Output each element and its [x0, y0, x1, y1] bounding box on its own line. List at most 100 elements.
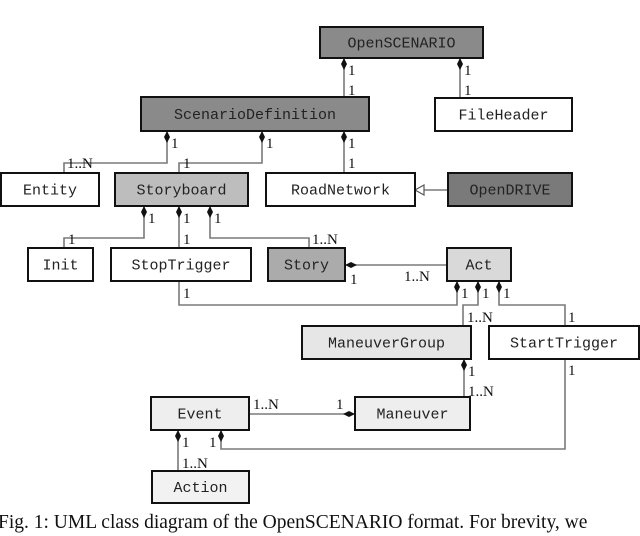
class-scenariodefinition: ScenarioDefinition: [140, 96, 370, 132]
class-name: OpenDRIVE: [469, 183, 550, 200]
class-box: [319, 26, 484, 59]
composition-diamond-icon: [218, 430, 224, 442]
part-multiplicity: 1..N: [253, 397, 279, 413]
composition-diamond-icon: [341, 58, 347, 70]
relation-openscenario-scenariodefinition: 11: [341, 58, 356, 99]
whole-multiplicity: 1: [461, 286, 469, 302]
part-multiplicity: 1..N: [404, 269, 430, 285]
connector-line: [63, 131, 168, 173]
class-box: [267, 247, 346, 282]
composition-diamond-icon: [175, 430, 181, 442]
class-act: Act: [446, 247, 512, 282]
whole-multiplicity: 1: [468, 364, 476, 380]
class-box: [265, 172, 416, 207]
class-story: Story: [267, 247, 346, 282]
class-box: [434, 97, 573, 132]
class-roadnetwork: RoadNetwork: [265, 172, 416, 207]
composition-diamond-icon: [454, 281, 460, 293]
class-fileheader: FileHeader: [434, 97, 573, 132]
relation-scenariodefinition-roadnetwork: 11: [341, 131, 356, 173]
class-box: [151, 470, 250, 504]
part-multiplicity: 1..N: [67, 156, 93, 172]
relation-act-maneuvergroup: 1 1..N: [462, 281, 493, 326]
class-name: Init: [42, 258, 78, 275]
connector-line: [63, 206, 145, 248]
class-box: [447, 172, 573, 207]
class-maneuver: Maneuver: [354, 396, 471, 431]
class-name: Entity: [23, 183, 77, 200]
class-starttrigger: StartTrigger: [488, 325, 640, 360]
relation-storyboard-story: 1 1..N: [207, 206, 338, 248]
class-init: Init: [27, 247, 94, 282]
class-name: ManeuverGroup: [328, 336, 445, 353]
composition-diamond-icon: [457, 58, 463, 70]
class-storyboard: Storyboard: [114, 172, 249, 207]
composition-diamond-icon: [164, 131, 170, 143]
class-name: Action: [173, 480, 227, 497]
relation-maneuver-event: 1 1..N: [249, 397, 355, 417]
relation-storyboard-stoptrigger: 11: [176, 206, 191, 248]
whole-multiplicity: 1: [148, 211, 156, 227]
class-box: [150, 396, 250, 431]
part-multiplicity: 1..N: [182, 456, 208, 472]
part-multiplicity: 1: [183, 156, 191, 172]
relation-act-starttrigger: 11: [496, 281, 576, 326]
whole-multiplicity: 1: [182, 435, 190, 451]
part-multiplicity: 1..N: [312, 232, 338, 248]
whole-multiplicity: 1: [266, 136, 274, 152]
whole-multiplicity: 1: [482, 286, 490, 302]
composition-diamond-icon: [207, 206, 213, 218]
composition-diamond-icon: [341, 131, 347, 143]
whole-multiplicity: 1: [209, 435, 217, 451]
class-box: [301, 325, 472, 360]
composition-diamond-icon: [176, 206, 182, 218]
class-stoptrigger: StopTrigger: [110, 247, 252, 282]
class-box: [140, 96, 370, 132]
part-multiplicity: 1..N: [467, 310, 493, 326]
connector-line: [209, 206, 310, 248]
part-multiplicity: 1: [568, 310, 576, 326]
class-box: [114, 172, 249, 207]
class-box: [0, 172, 100, 207]
part-multiplicity: 1: [183, 232, 191, 248]
composition-diamond-icon: [461, 359, 467, 371]
relation-act-stoptrigger: 11: [178, 281, 469, 306]
part-multiplicity: 1: [183, 286, 191, 302]
whole-multiplicity: 1: [350, 272, 358, 288]
class-name: FileHeader: [458, 108, 548, 125]
composition-diamond-icon: [496, 281, 502, 293]
relation-event-action: 1 1..N: [175, 430, 208, 472]
composition-diamond-icon: [475, 281, 481, 293]
class-box: [110, 247, 252, 282]
composition-diamond-icon: [343, 411, 355, 417]
relation-scenariodefinition-storyboard: 11: [178, 131, 274, 173]
whole-multiplicity: 1: [214, 211, 222, 227]
part-multiplicity: 1: [68, 232, 76, 248]
part-multiplicity: 1..N: [468, 384, 494, 400]
composition-diamond-icon: [345, 262, 357, 268]
class-box: [446, 247, 512, 282]
class-name: StopTrigger: [131, 258, 230, 275]
class-name: Event: [177, 407, 222, 424]
class-name: Act: [465, 258, 492, 275]
class-entity: Entity: [0, 172, 100, 207]
class-openscenario: OpenSCENARIO: [319, 26, 484, 59]
class-maneuvergroup: ManeuverGroup: [301, 325, 472, 360]
class-name: Maneuver: [376, 407, 448, 424]
class-name: Storyboard: [136, 183, 226, 200]
composition-diamond-icon: [141, 206, 147, 218]
whole-multiplicity: 1: [336, 397, 344, 413]
class-box: [27, 247, 94, 282]
whole-multiplicity: 1: [348, 63, 356, 79]
relation-scenariodefinition-entity: 1 1..N: [63, 131, 179, 173]
class-action: Action: [151, 470, 250, 504]
figure-caption: Fig. 1: UML class diagram of the OpenSCE…: [0, 512, 588, 533]
class-event: Event: [150, 396, 250, 431]
class-box: [354, 396, 471, 431]
class-name: RoadNetwork: [291, 183, 390, 200]
relation-maneuvergroup-maneuver: 1 1..N: [461, 359, 494, 400]
whole-multiplicity: 1: [171, 136, 179, 152]
class-box: [488, 325, 640, 360]
relation-event-starttrigger: 11: [209, 359, 576, 451]
